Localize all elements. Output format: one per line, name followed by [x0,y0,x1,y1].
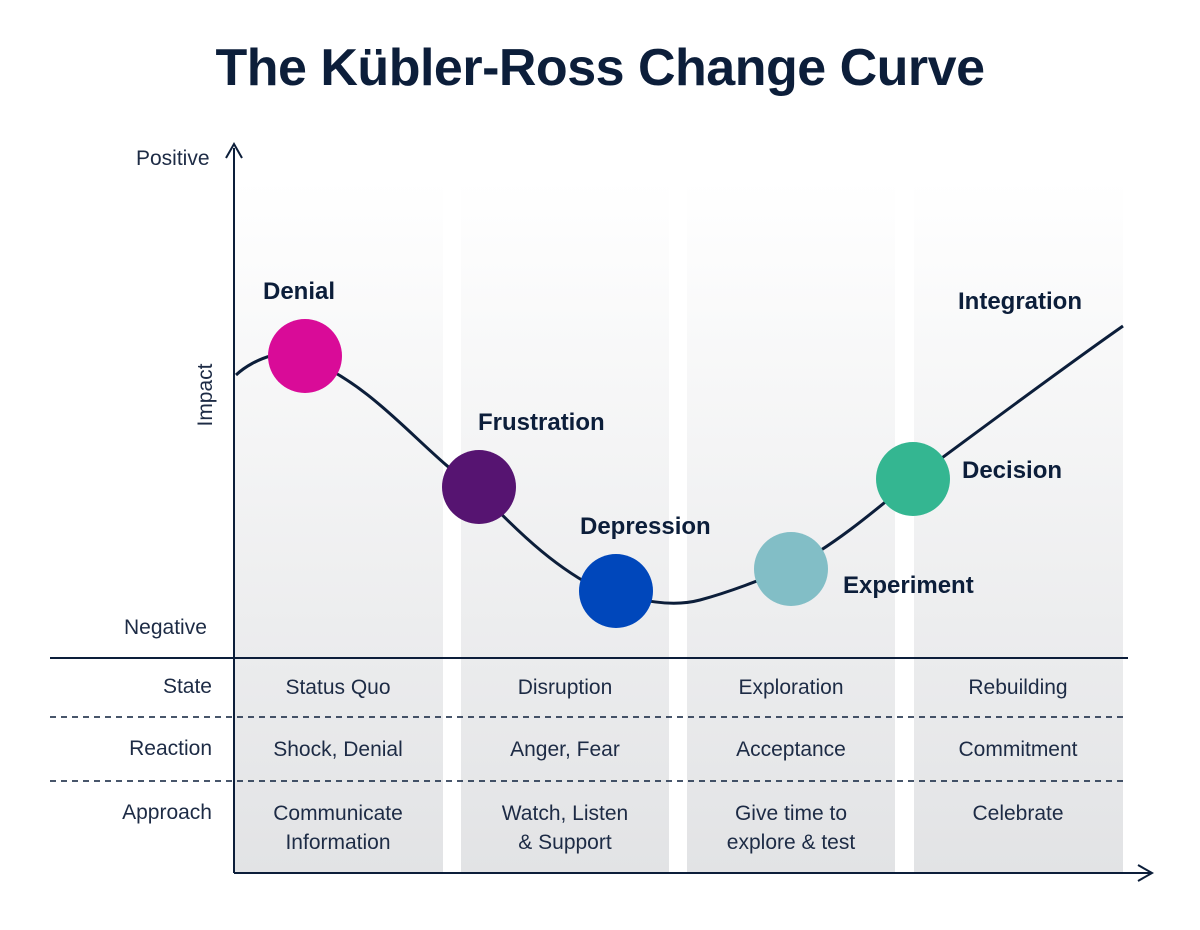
denial-stage-marker [268,319,342,393]
cell-approach-col3-line1: Give time to [734,802,848,825]
cell-reaction-col3: Acceptance [736,738,846,761]
y-axis-bottom-label: Negative [124,616,207,639]
x-axis-arrowhead [1137,864,1155,882]
row-label-reaction: Reaction [129,737,212,760]
cell-state-col1: Status Quo [285,676,391,699]
frustration-stage-marker [442,450,516,524]
experiment-stage-marker [754,532,828,606]
column-band-1 [234,180,443,872]
cell-approach-col1: Communicate Information [233,799,443,857]
y-axis-title: Impact [194,363,217,427]
cell-approach-col1-line1: Communicate [273,802,403,825]
cell-approach-col2: Watch, Listen & Support [460,799,670,857]
diagram-title: The Kübler-Ross Change Curve [215,39,985,97]
cell-state-col2: Disruption [517,676,613,699]
stage-label-frustration: Frustration [478,409,605,436]
column-band-2 [461,180,669,872]
cell-approach-col4-line1: Celebrate [972,802,1064,825]
row-label-state: State [162,675,212,698]
cell-approach-col2-line1: Watch, Listen [501,802,629,825]
column-band-4 [914,180,1123,872]
stage-label-experiment: Experiment [843,572,974,599]
cell-approach-col2-line2: & Support [518,831,612,854]
stage-label-denial: Denial [263,278,336,305]
y-axis-top-label: Positive [136,147,210,170]
cell-approach-col3: Give time to explore & test [686,799,896,857]
column-band-3 [687,180,895,872]
stage-label-depression: Depression [580,513,711,540]
cell-approach-col4: Celebrate [913,799,1123,828]
stage-label-integration: Integration [958,288,1082,315]
cell-state-col4: Rebuilding [968,676,1068,699]
depression-stage-marker [579,554,653,628]
cell-reaction-col2: Anger, Fear [510,738,620,761]
cell-reaction-col1: Shock, Denial [273,738,403,761]
cell-reaction-col4: Commitment [958,738,1078,761]
row-label-approach: Approach [122,801,212,824]
decision-stage-marker [876,442,950,516]
stage-label-decision: Decision [962,457,1063,484]
cell-approach-col1-line2: Information [285,831,391,854]
cell-state-col3: Exploration [738,676,844,699]
cell-approach-col3-line2: explore & test [726,831,856,854]
y-axis-arrowhead [225,141,243,159]
